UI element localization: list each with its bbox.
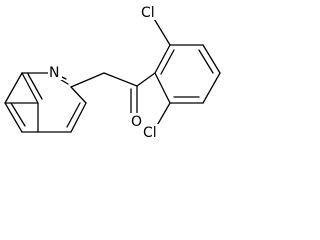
chlorine-bottom-label-bg: [142, 124, 162, 140]
bond-carbonyl-aryl: [136, 72, 156, 87]
bond-c3-c4-double: [66, 102, 81, 128]
bond-c2-ch2: [70, 72, 105, 88]
quinoline-ring: [4, 72, 87, 133]
bond-ph-c4-c5: [202, 72, 221, 104]
bond-c5-c6-double: [10, 102, 26, 127]
bond-ph-c1-c2: [154, 44, 171, 74]
nitrogen-label: N: [49, 65, 59, 81]
bond-c2-c3: [70, 86, 87, 104]
linker: [70, 72, 156, 117]
chlorine-bottom-label: Cl: [143, 125, 157, 141]
bond-ph-cl-top: [152, 16, 171, 46]
bond-c5-c6: [4, 102, 23, 133]
bond-c3-c4: [70, 102, 87, 133]
chlorine-top-label-bg: [140, 4, 160, 20]
bond-ph-c3-c4: [202, 44, 221, 74]
oxygen-label: O: [131, 114, 142, 130]
bond-ph-c6-c1: [154, 72, 171, 104]
bond-ch2-carbonyl: [103, 72, 138, 87]
bond-ph-c1-c2-double: [160, 49, 175, 75]
chemical-structure-diagram: N O Cl Cl: [4, 4, 221, 141]
bond-ph-c3-c4-double: [198, 49, 214, 74]
bond-c8-c8a: [4, 72, 23, 104]
nitrogen-label-bg: [48, 64, 62, 80]
dichlorophenyl-ring: [152, 16, 221, 130]
chlorine-top-label: Cl: [141, 5, 155, 21]
bond-ring-fusion-double: [27, 73, 43, 100]
bond-ring-fusion: [21, 72, 39, 104]
oxygen-label-bg: [130, 113, 144, 129]
